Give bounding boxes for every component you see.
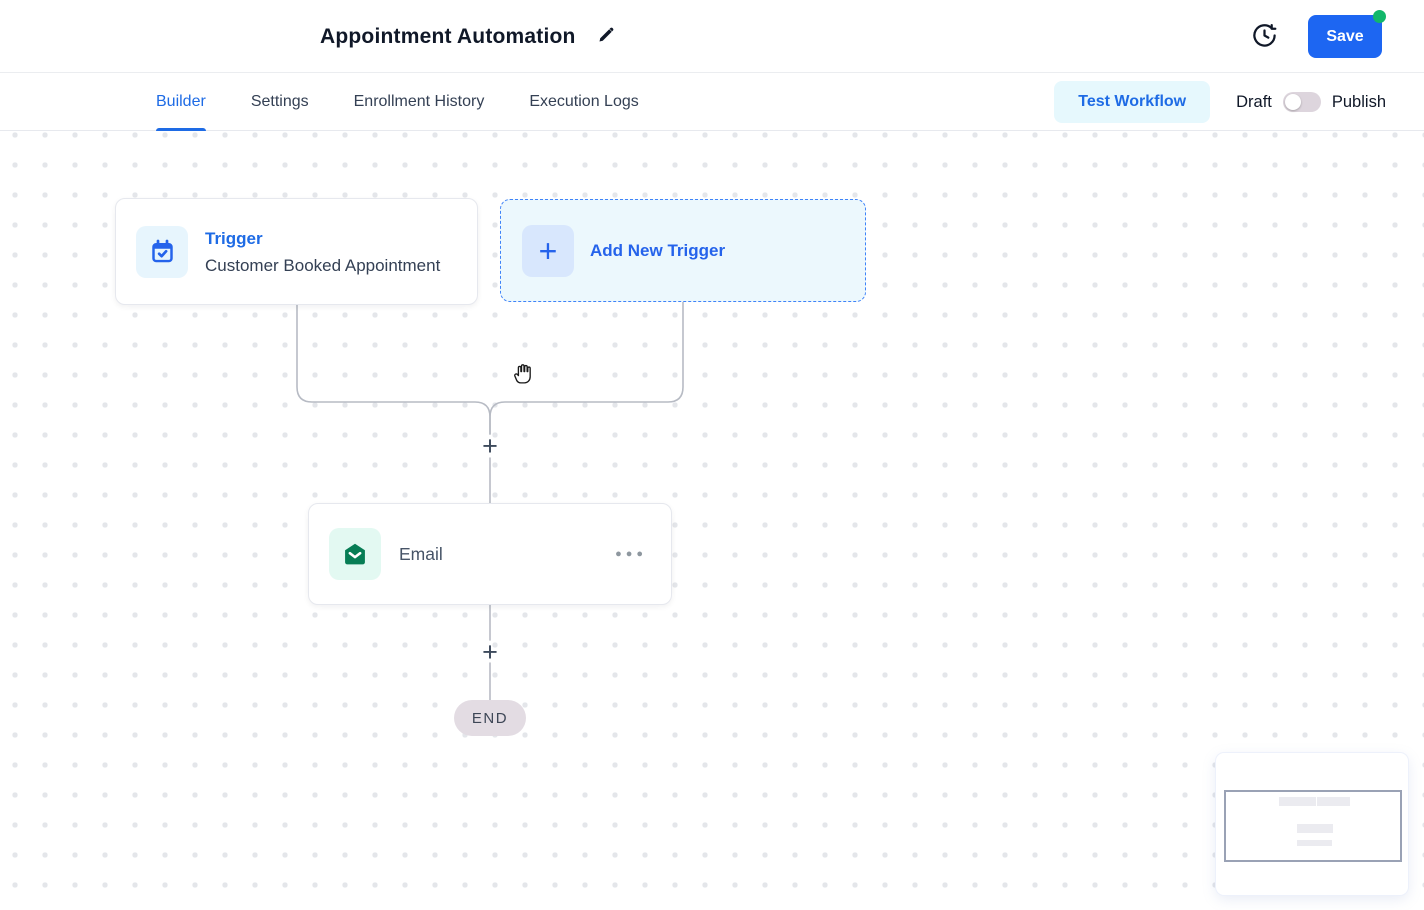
add-action-button-2[interactable]: + [482,636,498,667]
page-title: Appointment Automation [320,24,576,48]
email-action-node[interactable]: Email ●●● [308,503,672,605]
header-actions: Save [1251,0,1386,73]
publish-toggle-knob [1284,94,1301,110]
hand-cursor-icon [511,361,536,391]
tab-settings[interactable]: Settings [250,92,309,110]
publish-toggle[interactable] [1282,92,1321,112]
trigger-node[interactable]: Trigger Customer Booked Appointment [115,198,478,305]
envelope-icon [329,528,381,580]
history-icon [1251,22,1278,52]
tab-execution-logs[interactable]: Execution Logs [529,92,639,110]
tab-builder[interactable]: Builder [156,73,206,131]
minimap-trigger-rect [1279,797,1316,806]
unsaved-changes-dot [1373,10,1386,23]
add-action-button-1[interactable]: + [482,430,498,461]
tab-bar-actions: Test Workflow Draft Publish [1054,73,1386,131]
tab-enrollment-history[interactable]: Enrollment History [353,92,485,110]
minimap-email-rect [1297,824,1333,833]
plus-icon: + [522,224,574,277]
calendar-check-icon [136,225,188,278]
pencil-icon [596,25,616,48]
workflow-title-group: Appointment Automation [320,0,616,73]
trigger-node-texts: Trigger Customer Booked Appointment [205,225,440,279]
email-node-label: Email [399,543,443,564]
email-node-menu-button[interactable]: ●●● [615,548,647,560]
minimap[interactable] [1216,753,1408,895]
draft-label: Draft [1236,92,1272,111]
workflow-canvas[interactable]: Trigger Customer Booked Appointment + Ad… [0,131,1424,909]
app-header: Appointment Automation Save [0,0,1424,73]
history-button[interactable] [1251,22,1278,52]
minimap-add-trigger-rect [1317,797,1350,806]
tab-bar: Builder Settings Enrollment History Exec… [0,73,1424,131]
trigger-node-title: Trigger [205,228,263,248]
save-button[interactable]: Save [1308,10,1386,58]
publish-label: Publish [1331,92,1386,111]
minimap-end-rect [1297,840,1332,846]
add-new-trigger-button[interactable]: + Add New Trigger [500,199,866,302]
minimap-viewport[interactable] [1224,790,1402,862]
trigger-node-subtitle: Customer Booked Appointment [205,255,441,275]
end-node: END [454,700,526,736]
save-button-label: Save [1326,27,1364,45]
tabs: Builder Settings Enrollment History Exec… [0,73,639,131]
add-new-trigger-label: Add New Trigger [590,240,726,260]
test-workflow-button[interactable]: Test Workflow [1054,81,1211,123]
edit-title-button[interactable] [596,25,616,48]
